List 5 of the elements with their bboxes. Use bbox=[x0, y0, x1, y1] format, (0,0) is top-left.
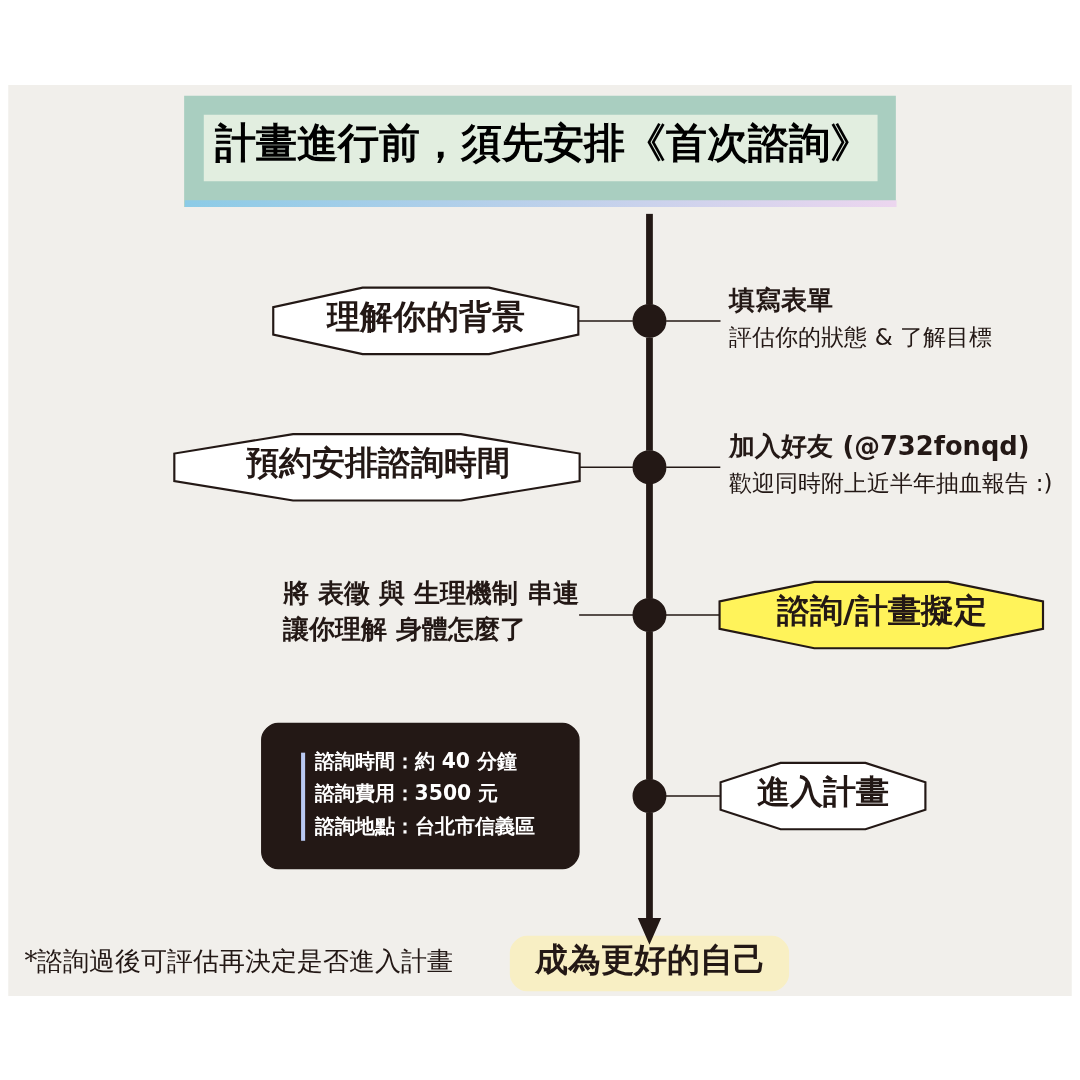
node-text: 將 表徵 與 生理機制 串連 讓你理解 身體怎麼了 bbox=[283, 577, 580, 644]
label: *諮詢過後可評估再決定是否進入計畫 bbox=[24, 945, 454, 976]
node-text: 填寫表單 評估你的狀態 & 了解目標 bbox=[729, 284, 993, 350]
node-text: 加入好友 (@732fonqd) 歡迎同時附上近半年抽血報告 :) bbox=[729, 430, 1053, 496]
diagram-title: 計畫進行前，須先安排《首次諮詢》 bbox=[214, 118, 871, 167]
